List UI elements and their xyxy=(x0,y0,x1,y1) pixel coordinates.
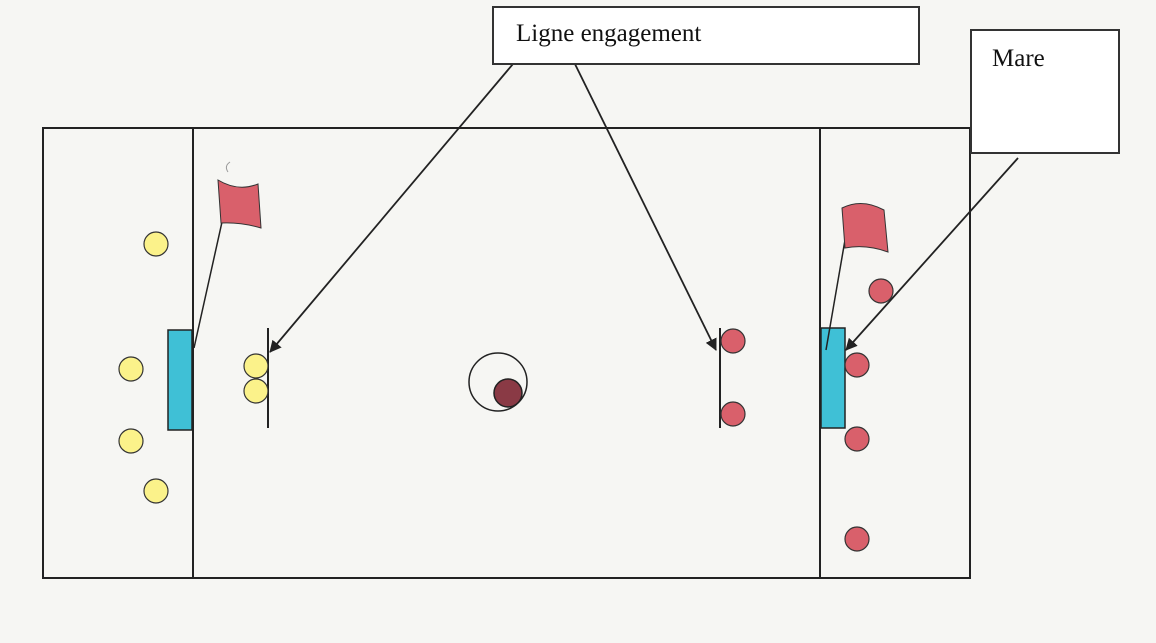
ball-icon xyxy=(493,378,523,408)
red-player xyxy=(720,401,746,427)
mare-label-box: Mare xyxy=(970,29,1120,154)
red-player xyxy=(844,526,870,552)
yellow-player xyxy=(143,231,169,257)
mare-label: Mare xyxy=(992,45,1045,72)
yellow-player xyxy=(243,353,269,379)
arrow-engagement-left xyxy=(269,57,519,353)
red-player xyxy=(844,426,870,452)
red-player xyxy=(844,352,870,378)
flag-icon xyxy=(825,203,889,351)
ligne-engagement-label: Ligne engagement xyxy=(516,20,702,47)
flag-icon xyxy=(193,161,262,349)
yellow-player xyxy=(118,356,144,382)
yellow-player xyxy=(118,428,144,454)
yellow-player xyxy=(243,378,269,404)
left-mare xyxy=(167,329,193,431)
red-player xyxy=(868,278,894,304)
red-player xyxy=(720,328,746,354)
center-circle xyxy=(468,352,528,412)
yellow-player xyxy=(143,478,169,504)
arrow-mare xyxy=(845,157,1019,351)
right-mare xyxy=(820,327,846,429)
ligne-engagement-label-box: Ligne engagement xyxy=(492,6,920,65)
field-outline xyxy=(42,127,971,579)
arrow-engagement-right xyxy=(571,57,717,351)
